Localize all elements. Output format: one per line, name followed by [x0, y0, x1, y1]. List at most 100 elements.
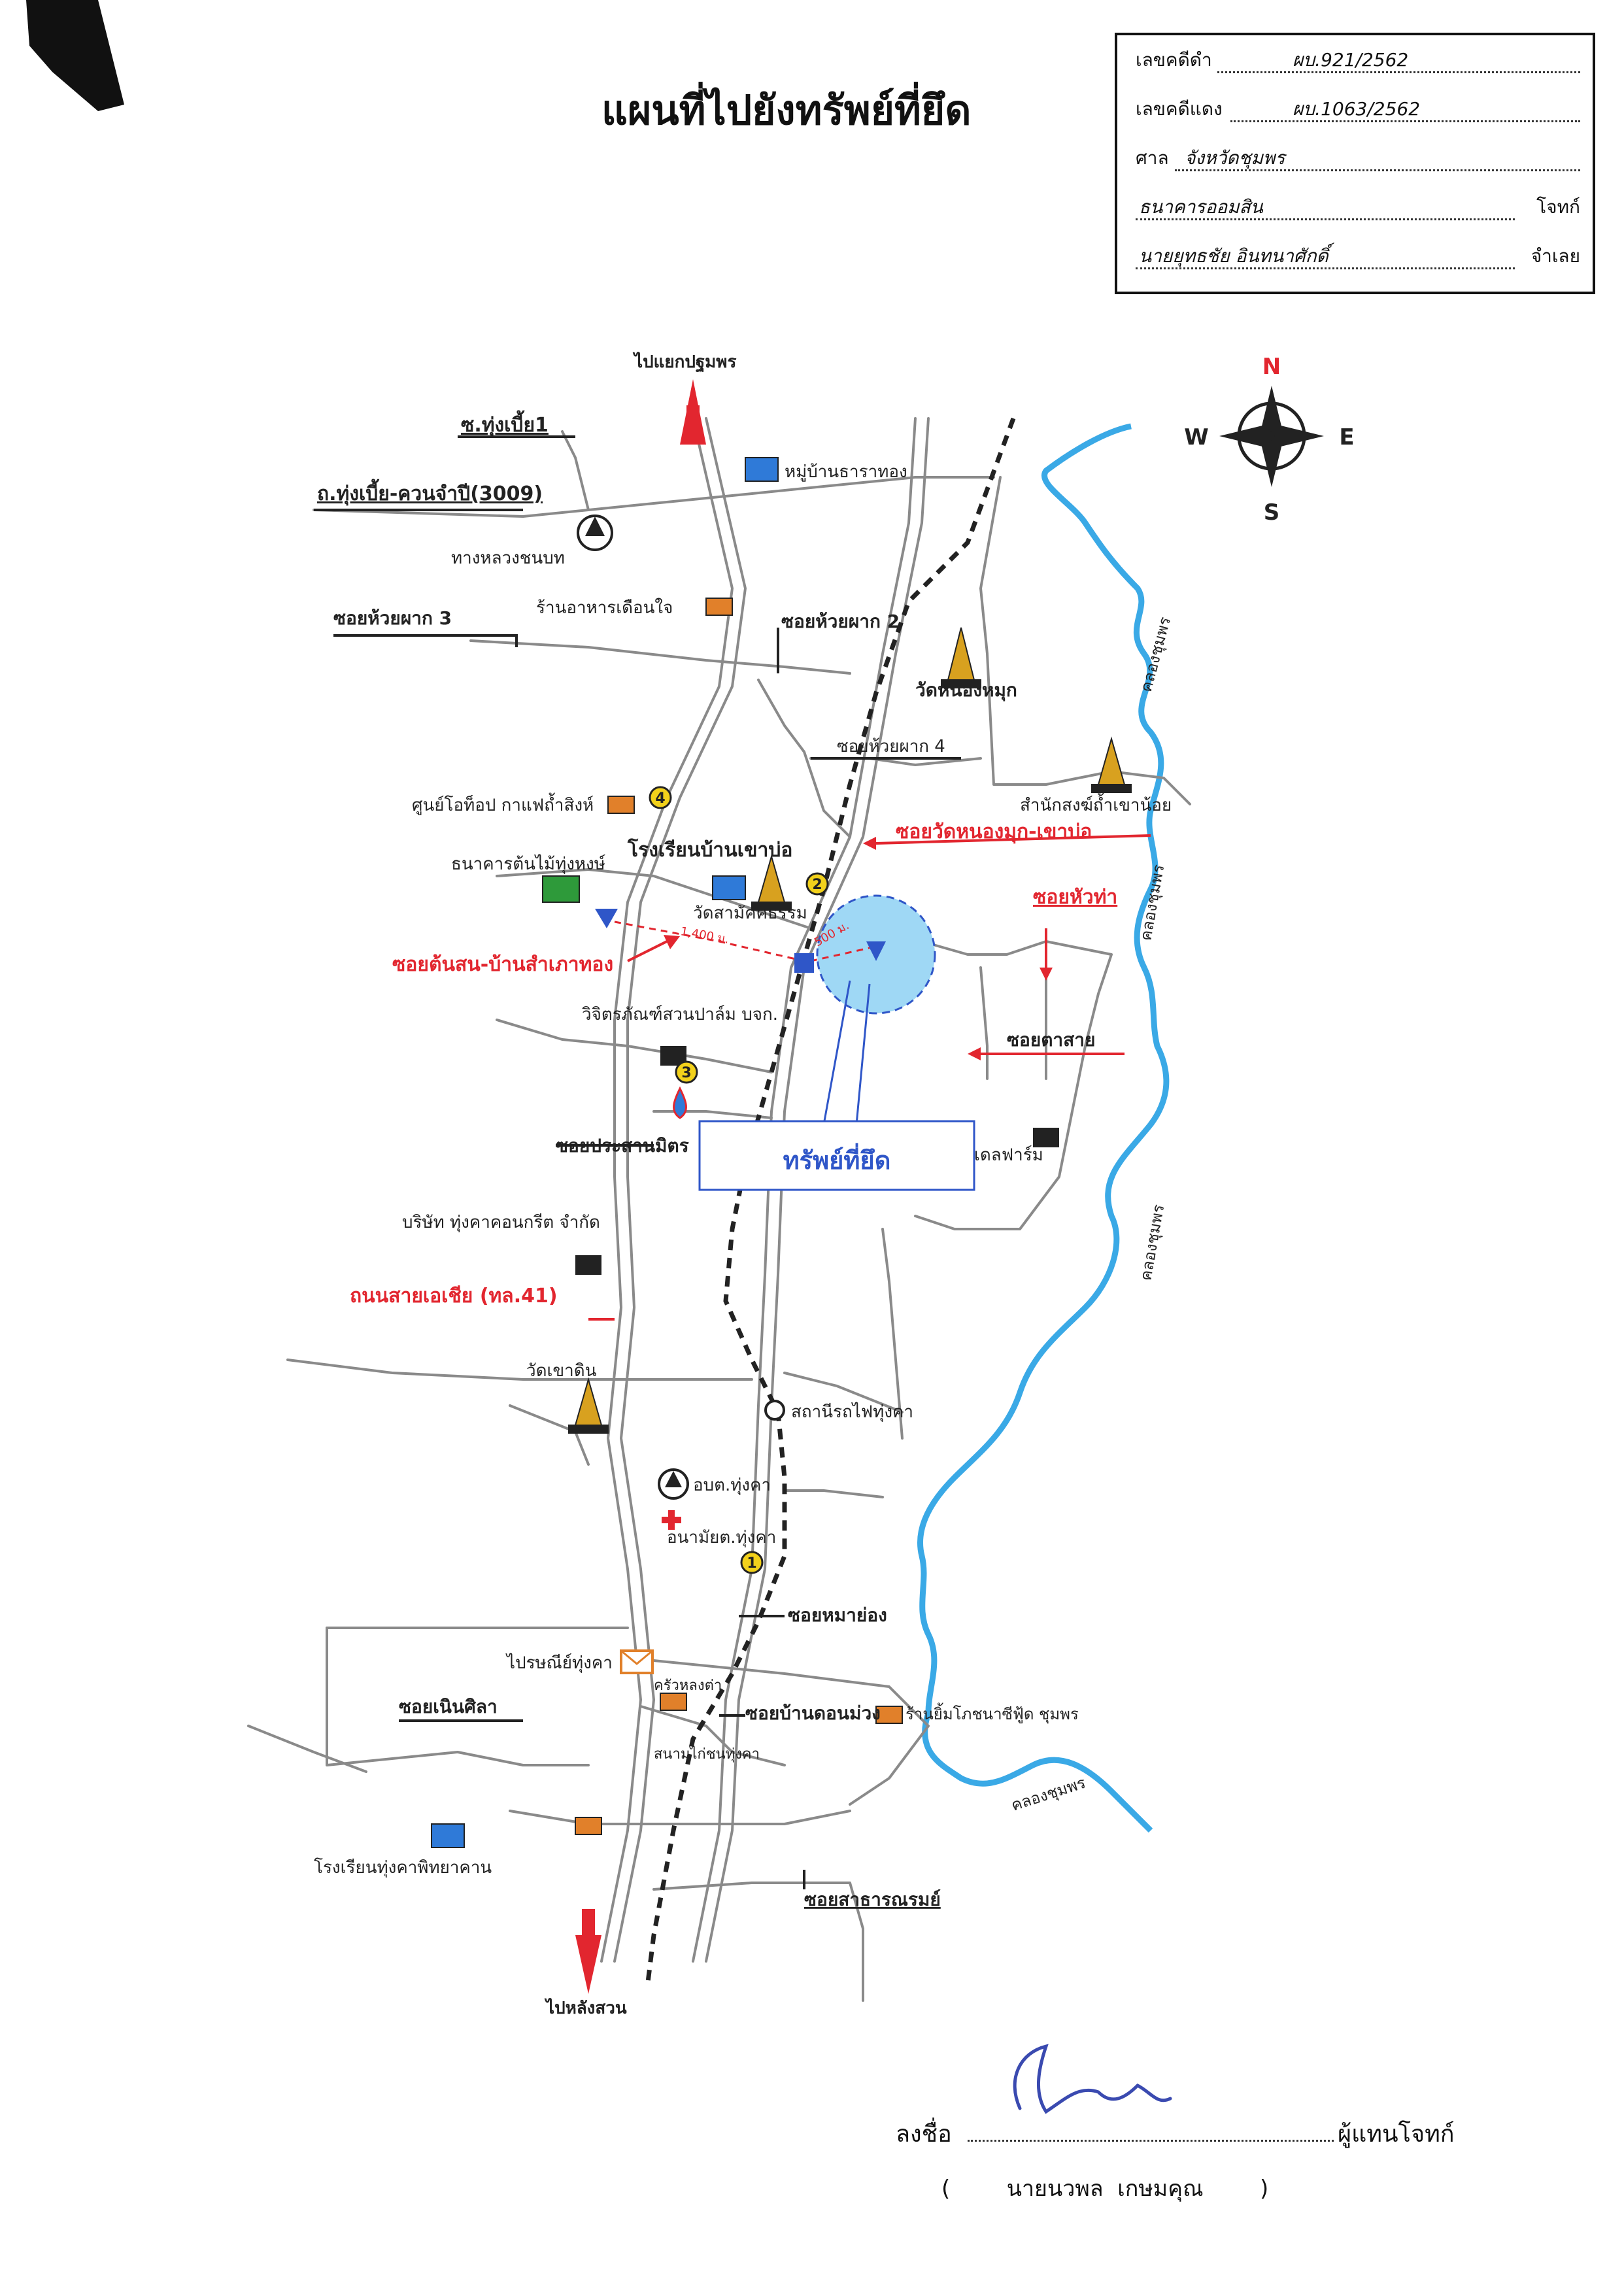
label-post-office: ไปรษณีย์ทุ่งคา: [505, 1653, 613, 1673]
label-road-3009: ถ.ทุ่งเบี้ย-ควนจำปี(3009): [317, 479, 543, 506]
restaurant-icon: [575, 598, 903, 1835]
property-leader-2: [855, 983, 871, 1125]
label-soi-huai-phak-2: ซอยห้วยผาก 2: [781, 611, 900, 632]
plaintiff-value: ธนาคารออมสิน: [1139, 196, 1263, 218]
label-soi-ton-son: ซอยต้นสน-บ้านสำเภาทอง: [392, 953, 613, 976]
label-soi-wat-nong-muk: ซอยวัดหนองมุก-เขาบ่อ: [896, 820, 1092, 844]
case-row-plaintiff: ธนาคารออมสิน โจทก์: [1136, 189, 1580, 228]
road-south-east-1: [652, 1659, 930, 1806]
black-case-label: เลขคดีดำ: [1136, 49, 1212, 71]
road-prasan-mit: [652, 1110, 773, 1119]
case-info-box: เลขคดีดำ ผบ.921/2562 เลขคดีแดง ผบ.1063/2…: [1115, 33, 1595, 294]
label-canal-4: คลองชุมพร: [1009, 1774, 1088, 1815]
signature-scribble: [1013, 2044, 1172, 2114]
page-title: แผนที่ไปยังทรัพย์ที่ยึด: [601, 86, 972, 134]
arrow-wat-nong-muk: [875, 834, 1151, 845]
road-south-east-2: [639, 1705, 786, 1766]
defendant-label: จำเลย: [1531, 245, 1580, 267]
label-palm-company: วิจิตรภัณฑ์สวนปาล์ม บจก.: [582, 1005, 778, 1024]
label-soi-huai-phak-3: ซอยห้วยผาก 3: [333, 607, 452, 629]
signature-label: ลงชื่อ: [896, 2121, 952, 2148]
health-cross-icon: [662, 1510, 681, 1530]
post-icon: [620, 1649, 654, 1674]
road-soi-thung-bia: [561, 430, 590, 511]
road-east-2: [914, 940, 1113, 1230]
label-samnak-song: สำนักสงฆ์ถ้ำเขาน้อย: [1020, 792, 1172, 815]
road-east-3: [979, 966, 989, 1080]
arrow-south-shaft: [582, 1909, 595, 1942]
arrowhead-hua-tha: [1040, 968, 1053, 981]
dots: [1136, 218, 1515, 220]
label-soi-ta-sai: ซอยตาสาย: [1007, 1029, 1095, 1051]
label-yim-restaurant: ร้านยิ้มโภชนาซีฟู้ด ชุมพร: [905, 1702, 1079, 1724]
property-label-box: [698, 1120, 975, 1191]
label-soi-sataranarom: ซอยสาธารณรมย์: [804, 1889, 941, 1910]
red-case-value: ผบ.1063/2562: [1293, 98, 1421, 120]
distance-1400-line: [614, 920, 805, 962]
compass-east: E: [1339, 424, 1354, 450]
road-secondary-b: [692, 417, 917, 1963]
dots: [1230, 120, 1580, 122]
court-value: จังหวัดชุมพร: [1185, 147, 1285, 169]
road-palm: [496, 1019, 773, 1073]
road-asia-highway-b: [613, 417, 747, 1963]
label-sao-thung-kha: อบต.ทุ่งคา: [693, 1476, 771, 1495]
dots: [1175, 169, 1580, 171]
label-soi-ban-don-muang: ซอยบ้านดอนม่วง: [745, 1702, 881, 1724]
label-wat-nong-muk: วัดหนองหมุก: [915, 679, 1017, 701]
road-south-west-3: [247, 1725, 367, 1773]
temple-icon: [568, 627, 1132, 1434]
marker-square-2: [794, 953, 814, 973]
label-canal-2: คลองชุมพร: [1136, 863, 1168, 942]
label-ton-mai-bank: ธนาคารต้นไม้ทุ่งหงษ์: [451, 854, 606, 874]
plaintiff-label: โจทก์: [1536, 196, 1580, 218]
road-south-west-2: [326, 1627, 590, 1766]
arrow-south-road: [575, 1935, 601, 1994]
road-mid-2: [783, 1489, 884, 1498]
station-icon: [764, 1400, 785, 1421]
label-soi-prasan-mit: ซอยประสานมิตร: [556, 1135, 689, 1156]
marker-4: 4: [655, 790, 665, 807]
government-icon: [577, 515, 689, 1500]
water-drop-icon: [673, 1086, 687, 1119]
corner-mark: [26, 0, 124, 111]
building-icon: [431, 457, 1059, 1848]
case-row-defendant: นายยุทธชัย อินทนาศักดิ์ จำเลย: [1136, 238, 1580, 277]
signatory-name: ( นายนวพล เกษมคุณ ): [941, 2176, 1269, 2202]
arrowhead-wat-nong-muk: [863, 837, 876, 850]
label-soi-mai-yong: ซอยหมาย่อง: [788, 1604, 887, 1626]
road-east-5: [881, 1228, 904, 1440]
label-krua-restaurant: ครัวหลงต่า: [654, 1678, 722, 1694]
dots: [1136, 267, 1515, 269]
road-asia-highway: [600, 417, 734, 1963]
court-label: ศาล: [1136, 147, 1169, 169]
compass-south: S: [1264, 499, 1280, 526]
arrow-ton-son: [627, 940, 668, 962]
marker-2: 2: [812, 877, 822, 893]
label-soi-thung-bia-1: ซ.ทุ่งเบี้ย1: [461, 410, 549, 437]
label-soi-hua-tha: ซอยหัวท่า: [1033, 886, 1117, 909]
road-ton-son: [496, 868, 812, 930]
label-to-lang-suan: ไปหลังสวน: [544, 1997, 627, 2018]
case-row-court: ศาล จังหวัดชุมพร: [1136, 140, 1580, 179]
label-highway-district: ทางหลวงชนบท: [451, 549, 565, 568]
label-wat-khao-din: วัดเขาดิน: [526, 1361, 597, 1381]
road-south-4: [652, 1882, 864, 2002]
label-restaurant-duenjai: ร้านอาหารเดือนใจ: [536, 598, 673, 618]
label-school-ban-khao-bo: โรงเรียนบ้านเขาบ่อ: [627, 837, 792, 862]
property-pin: [866, 941, 886, 961]
label-concrete-company: บริษัท ทุ่งคาคอนกรีต จำกัด: [402, 1213, 600, 1232]
road-south-3: [509, 1810, 851, 1825]
distance-500-line: [810, 947, 870, 962]
road-west-1: [286, 1359, 753, 1381]
arrowhead-ton-son: [664, 935, 680, 949]
label-village: หมู่บ้านธาราทอง: [785, 462, 907, 482]
label-dist-1400: 1,400 ม.: [679, 924, 730, 947]
label-farm: เดลฟาร์ม: [974, 1145, 1043, 1165]
road-huai-phak-2: [757, 679, 851, 838]
property-label: ทรัพย์ที่ยึด: [783, 1143, 891, 1175]
label-to-pathom-phon: ไปแยกปฐมพร: [632, 351, 736, 373]
label-asia-highway: ถนนสายเอเชีย (ทล.41): [350, 1285, 558, 1308]
label-canal-3: คลองชุมพร: [1136, 1203, 1168, 1282]
